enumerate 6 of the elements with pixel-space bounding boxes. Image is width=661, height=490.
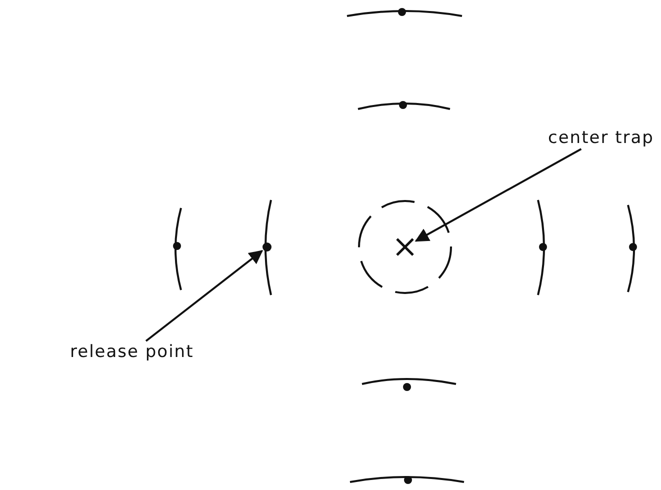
callout-label: release point: [70, 342, 194, 362]
callout-label: center trap: [548, 128, 654, 148]
leader-line: [414, 148, 582, 242]
leader-line: [145, 250, 264, 342]
release-dot: [262, 242, 272, 252]
cross-mark: [394, 236, 416, 258]
